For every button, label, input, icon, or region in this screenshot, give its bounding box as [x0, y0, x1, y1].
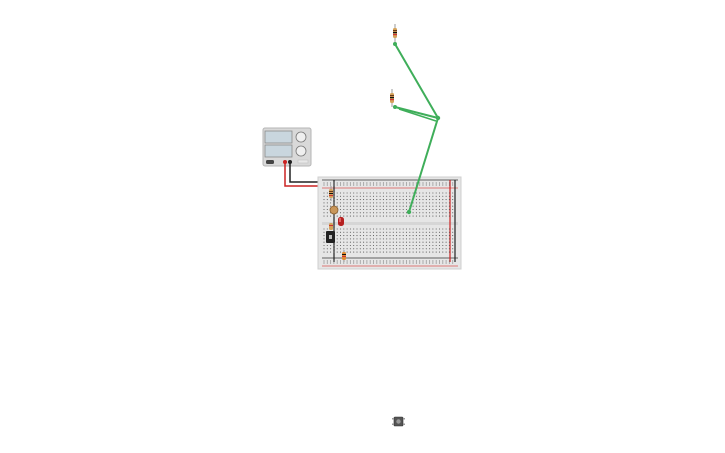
breadboard-holes: [323, 182, 454, 264]
power-supply-display-bottom: [264, 144, 293, 158]
current-knob-icon[interactable]: [295, 145, 307, 157]
wire-black[interactable]: [289, 162, 328, 183]
power-supply-display-top: [264, 130, 293, 144]
resistor-top-icon[interactable]: [393, 24, 397, 46]
potentiometer-icon[interactable]: [329, 205, 339, 215]
voltage-knob-icon[interactable]: [295, 131, 307, 143]
pushbutton-icon[interactable]: [392, 416, 405, 427]
power-supply[interactable]: [262, 127, 312, 167]
wire-red[interactable]: [284, 162, 328, 187]
wire-node-icon[interactable]: [435, 115, 441, 121]
resistor-bottom-icon[interactable]: [342, 250, 346, 262]
wire-green-3[interactable]: [398, 108, 437, 122]
resistor-small-icon[interactable]: [329, 223, 333, 230]
wire-green-2[interactable]: [394, 106, 439, 119]
wire-end-node-icon[interactable]: [406, 209, 412, 215]
resistor-breadboard-icon[interactable]: [329, 186, 333, 201]
led-red-icon[interactable]: [338, 217, 344, 226]
resistor-middle-icon[interactable]: [390, 89, 397, 109]
ic-sensor-icon[interactable]: [326, 231, 335, 243]
power-switch-icon[interactable]: [266, 160, 274, 164]
